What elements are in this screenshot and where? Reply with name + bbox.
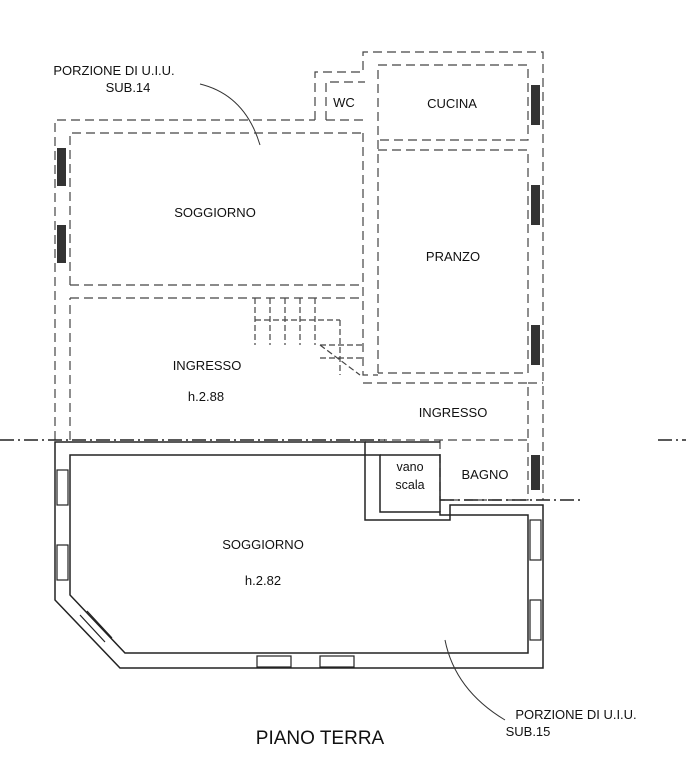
room-cucina: CUCINA: [427, 96, 477, 111]
room-vano-scala-line2: scala: [395, 478, 425, 492]
sub14-label-line1: PORZIONE DI U.I.U.: [53, 63, 175, 78]
upper-unit-walls: [54, 51, 544, 501]
lower-windows: [56, 469, 542, 668]
room-soggiorno-upper: SOGGIORNO: [174, 205, 256, 220]
room-soggiorno-lower: SOGGIORNO: [222, 537, 304, 552]
room-pranzo: PRANZO: [425, 249, 481, 264]
room-ingresso-right: INGRESSO: [418, 405, 488, 420]
soggiorno-height: h.2.82: [244, 573, 282, 588]
ingresso-height: h.2.88: [187, 389, 225, 404]
room-wc: WC: [333, 95, 355, 110]
lower-unit-walls: [54, 441, 544, 669]
room-vano-scala-line1: vano: [396, 460, 424, 474]
plan-title: PIANO TERRA: [255, 728, 385, 749]
room-bagno: BAGNO: [461, 467, 509, 482]
sub14-label-line2: SUB.14: [105, 80, 151, 95]
upper-windows: [57, 85, 540, 490]
stairs-upper: [254, 298, 363, 376]
sub15-label-line1: PORZIONE DI U.I.U.: [515, 707, 637, 722]
sub15-label-line2: SUB.15: [505, 724, 551, 739]
room-ingresso-left: INGRESSO: [172, 358, 242, 373]
leader-lines: [199, 83, 506, 721]
